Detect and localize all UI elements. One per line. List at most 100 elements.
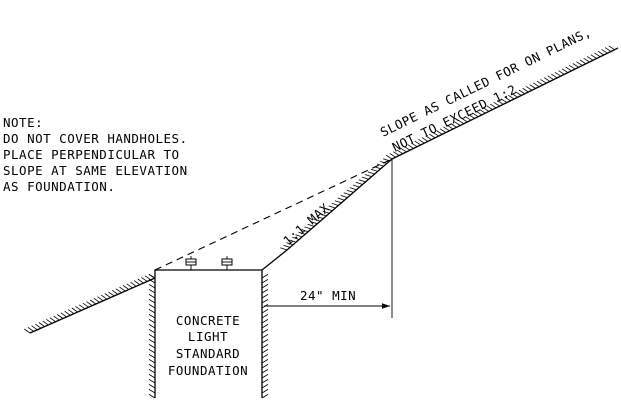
hatch-tick: [111, 289, 119, 295]
hatch-tick: [572, 63, 579, 68]
hatch-tick: [407, 144, 414, 149]
hatch-tick: [373, 166, 381, 170]
hatch-tick: [261, 394, 269, 399]
hatch-tick: [144, 275, 152, 281]
slope-label-line-1: SLOPE AS CALLED FOR ON PLANS,: [378, 24, 594, 140]
hatch-tick: [93, 297, 100, 303]
hatch-tick: [148, 304, 156, 309]
hatch-tick: [115, 288, 122, 294]
hatch-tick: [457, 119, 465, 125]
hatch-tick: [295, 234, 303, 238]
hatch-tick: [421, 137, 429, 142]
hatch-tick: [148, 369, 156, 374]
hatch-tick: [49, 317, 56, 323]
hatch-tick: [148, 284, 156, 289]
note-block: NOTE: DO NOT COVER HANDHOLES. PLACE PERP…: [3, 115, 188, 194]
hatch-tick: [60, 312, 67, 318]
hatch-tick: [108, 291, 115, 297]
hatch-tick: [261, 274, 269, 279]
offset-dimension-label: 24" MIN: [300, 288, 356, 303]
hatch-tick: [540, 79, 547, 84]
hatch-tick: [385, 154, 393, 160]
hatch-tick: [148, 379, 156, 384]
hatch-tick: [316, 216, 324, 219]
hatch-tick: [590, 54, 597, 59]
hatch-tick: [565, 66, 572, 72]
hatch-tick: [126, 283, 133, 289]
hatch-tick: [133, 280, 141, 286]
hatch-tick: [261, 349, 269, 354]
slope-projection-dashed-line: [154, 158, 393, 271]
hatch-tick: [261, 369, 269, 374]
hatch-tick: [507, 94, 515, 100]
hatch-tick: [411, 142, 418, 148]
foundation-label-line-4: FOUNDATION: [168, 363, 248, 378]
hatch-tick: [403, 146, 411, 151]
hatch-tick: [261, 294, 269, 299]
hatch-tick: [261, 284, 269, 289]
hatch-tick: [361, 176, 369, 180]
foundation-outline: [154, 269, 263, 398]
hatch-tick: [376, 163, 384, 167]
hatch-tick: [122, 285, 130, 290]
hatch-tick: [148, 389, 156, 394]
hatch-tick: [261, 389, 269, 394]
hatch-tick: [148, 289, 156, 294]
hatch-tick: [379, 161, 387, 164]
hatch-tick: [472, 112, 479, 118]
hatch-tick: [533, 82, 540, 88]
hatch-tick: [313, 218, 321, 222]
hatch-tick: [148, 279, 156, 284]
hatch-tick: [261, 339, 269, 344]
hatch-tick: [343, 192, 351, 196]
hatch-tick: [511, 93, 518, 98]
hatch-tick: [464, 116, 472, 121]
hatch-tick: [500, 98, 508, 103]
hatch-tick: [425, 135, 432, 140]
lower-ground-hatch: [24, 273, 155, 334]
hatch-tick: [286, 242, 294, 246]
hatch-tick: [31, 325, 38, 331]
hatch-tick: [35, 323, 42, 329]
hatch-tick: [432, 131, 439, 137]
hatch-tick: [261, 329, 269, 334]
hatch-tick: [396, 149, 404, 155]
hatch-tick: [261, 299, 269, 304]
hatch-tick: [130, 281, 137, 287]
note-line-5: AS FOUNDATION.: [3, 179, 115, 194]
hatch-tick: [454, 121, 461, 126]
hatch-tick: [148, 319, 156, 324]
hatch-tick: [148, 274, 156, 279]
hatch-tick: [486, 105, 493, 110]
hatch-tick: [482, 107, 490, 112]
hatch-tick: [525, 86, 533, 91]
foundation-label-line-1: CONCRETE: [176, 313, 240, 328]
hatch-tick: [310, 221, 318, 225]
hatch-tick: [355, 181, 363, 185]
hatch-tick: [370, 168, 378, 172]
hatch-tick: [382, 158, 390, 162]
hatch-tick: [334, 200, 342, 204]
hatch-tick: [137, 278, 144, 284]
hatch-tick: [261, 344, 269, 349]
hatch-tick: [364, 174, 372, 177]
hatch-tick: [400, 147, 407, 153]
hatch-tick: [418, 138, 425, 144]
hatch-tick: [261, 379, 269, 384]
hatch-tick: [479, 109, 486, 114]
hatch-tick: [301, 229, 309, 233]
hatch-tick: [141, 277, 148, 282]
note-line-4: SLOPE AT SAME ELEVATION: [3, 163, 188, 178]
hatch-tick: [86, 301, 93, 306]
hatch-tick: [468, 114, 475, 119]
hatch-tick: [515, 91, 522, 96]
hatch-tick: [393, 151, 400, 156]
hatch-tick: [597, 50, 605, 56]
hatch-tick: [583, 57, 590, 63]
hatch-tick: [71, 307, 78, 313]
hatch-tick: [604, 47, 612, 52]
hatch-tick: [389, 153, 396, 158]
hatch-tick: [75, 306, 82, 311]
hatch-tick: [586, 56, 594, 61]
hatch-tick: [24, 328, 31, 334]
